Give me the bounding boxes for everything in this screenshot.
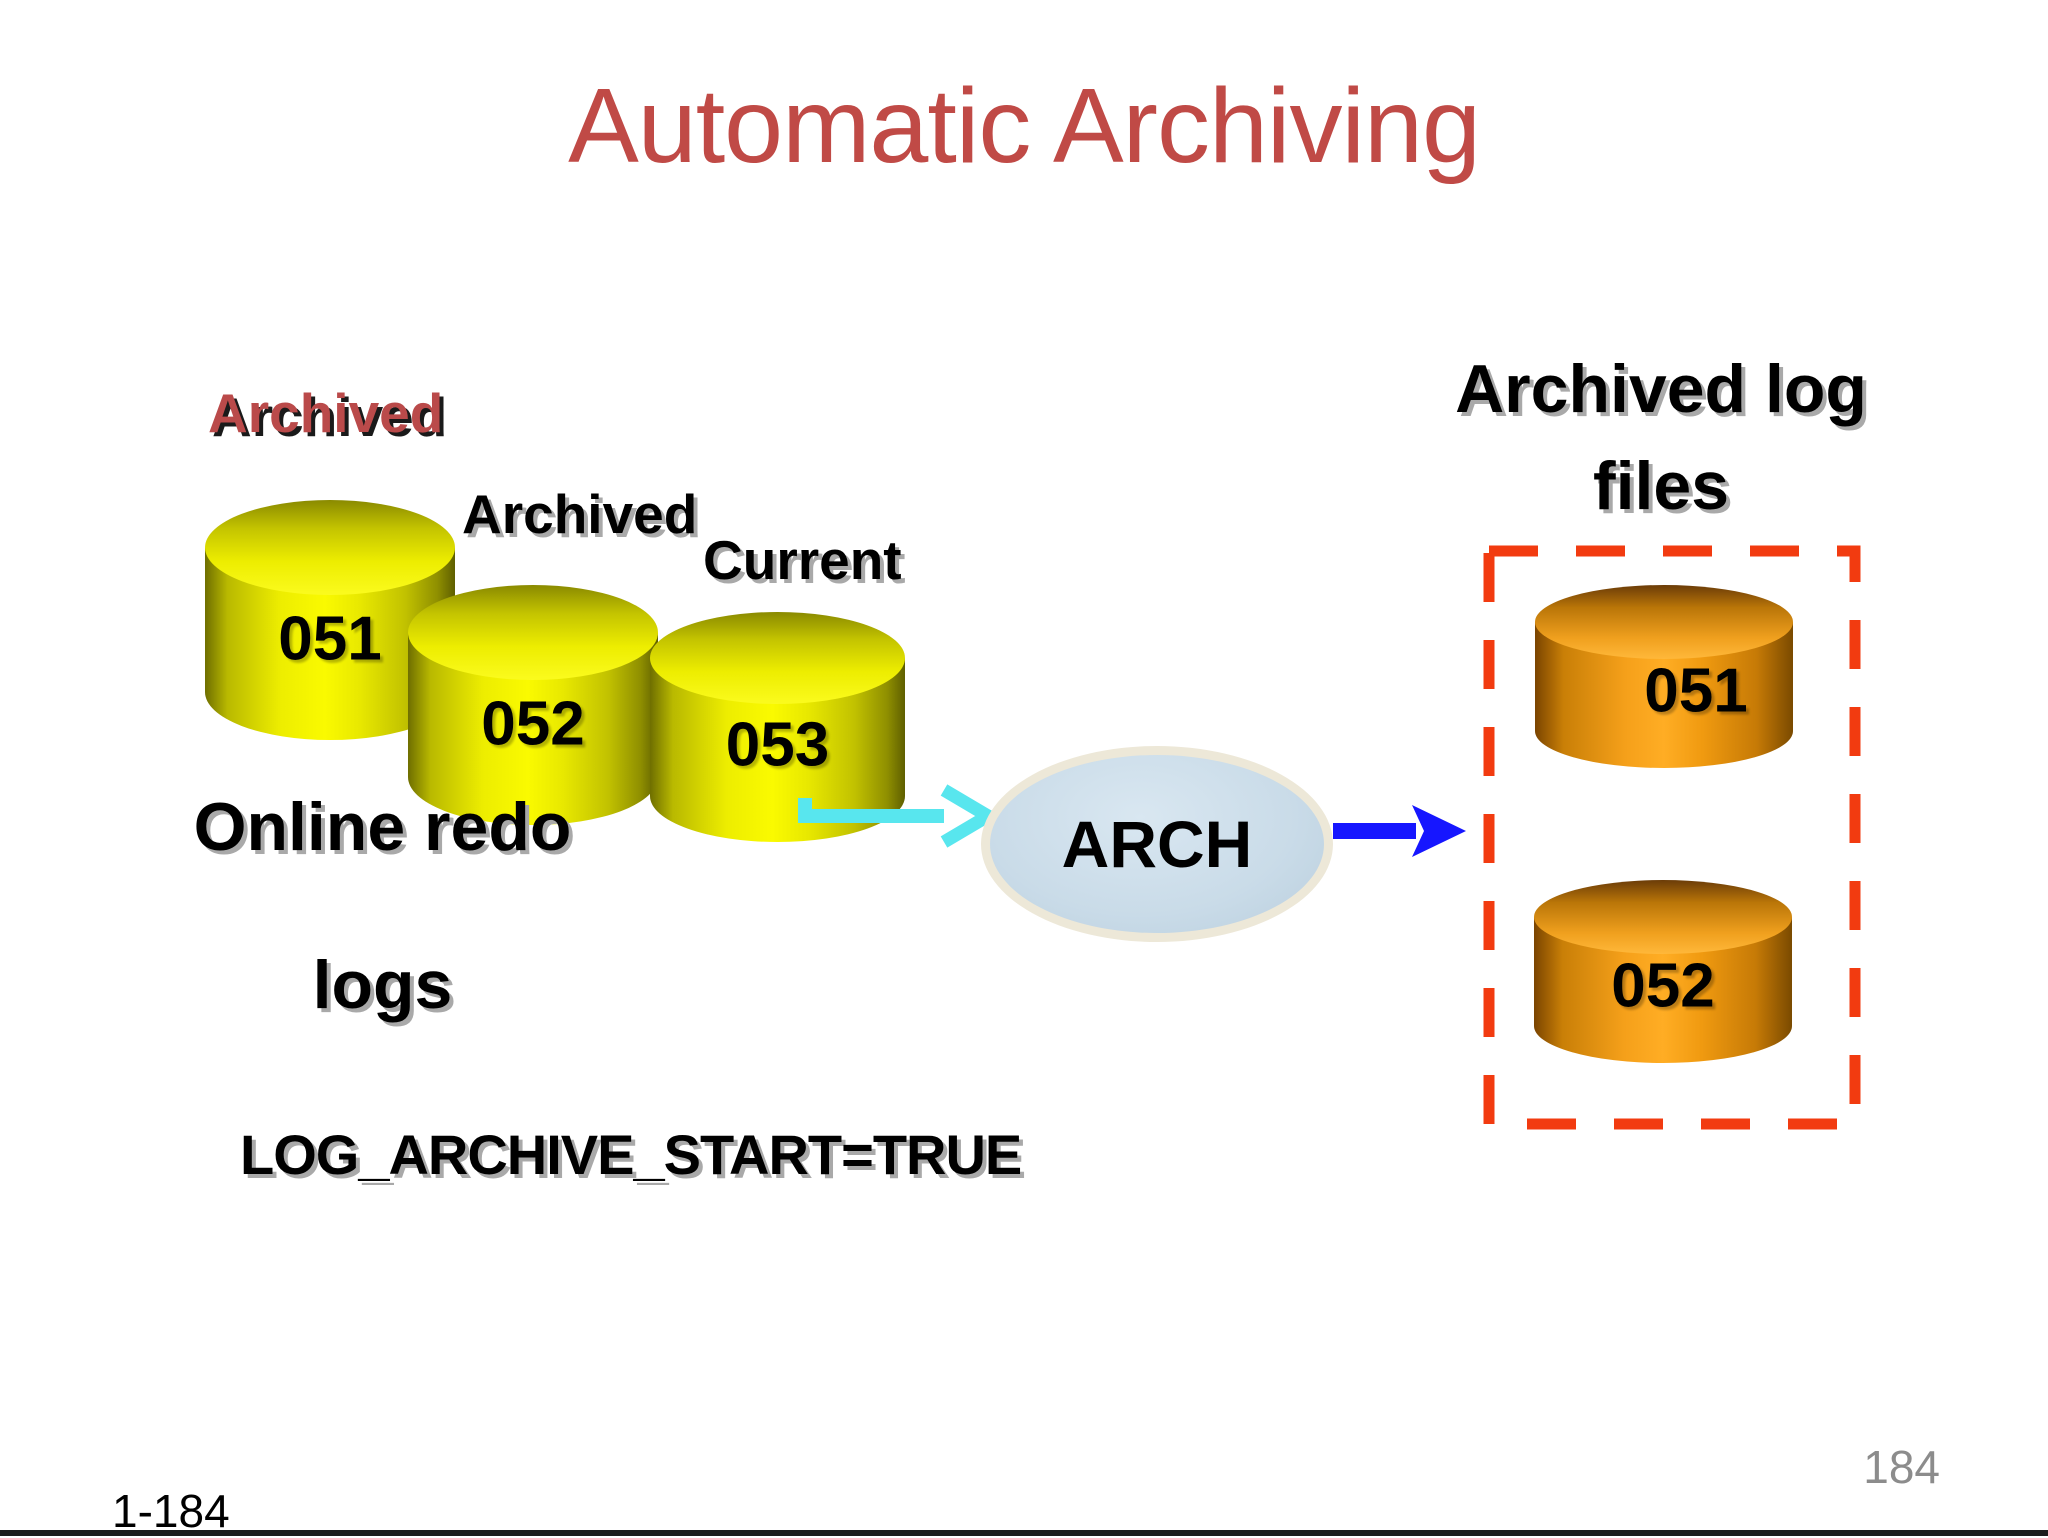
cylinder-label: 053 — [725, 710, 830, 780]
archived-log-files-heading-line1: Archived log — [1455, 351, 1867, 427]
cylinder-label: 052 — [481, 689, 585, 759]
cylinder-label: 051 — [1644, 656, 1748, 726]
cylinder-label: 051 — [278, 604, 382, 674]
cylinder-label: 052 — [1611, 951, 1715, 1021]
arch-process-label: ARCH — [1061, 807, 1253, 881]
label-archived-051: Archived — [208, 382, 444, 444]
slide-page-number: 184 — [1863, 1441, 1940, 1493]
slide-title: Automatic Archiving — [568, 67, 1481, 185]
archived-log-files-heading-line2: files — [1592, 448, 1730, 524]
arch-process-ellipse: ARCH — [981, 746, 1333, 942]
archived-file-cylinder-051: 051 — [1535, 585, 1793, 768]
cylinder-top — [408, 585, 658, 680]
online-redo-log-cylinder-053: 053 — [650, 612, 905, 842]
bottom-edge-bar — [0, 1530, 2048, 1536]
label-archived-052: Archived — [462, 483, 698, 545]
online-redo-log-cylinder-052: 052 — [408, 585, 658, 825]
online-redo-logs-caption-line1: Online redo — [193, 789, 572, 865]
footer-page-number: 1-184 — [112, 1485, 230, 1537]
log-archive-start-parameter: LOG_ARCHIVE_START=TRUE — [240, 1123, 1022, 1186]
cylinder-top — [205, 500, 455, 595]
cylinder-top — [1534, 880, 1792, 954]
online-redo-logs-caption-line2: logs — [312, 947, 453, 1023]
cylinder-top — [1535, 585, 1793, 659]
cylinder-top — [650, 612, 905, 704]
archived-file-cylinder-052: 052 — [1534, 880, 1792, 1063]
label-current-053: Current — [703, 529, 902, 591]
blue-arrowhead-icon — [1412, 805, 1466, 857]
